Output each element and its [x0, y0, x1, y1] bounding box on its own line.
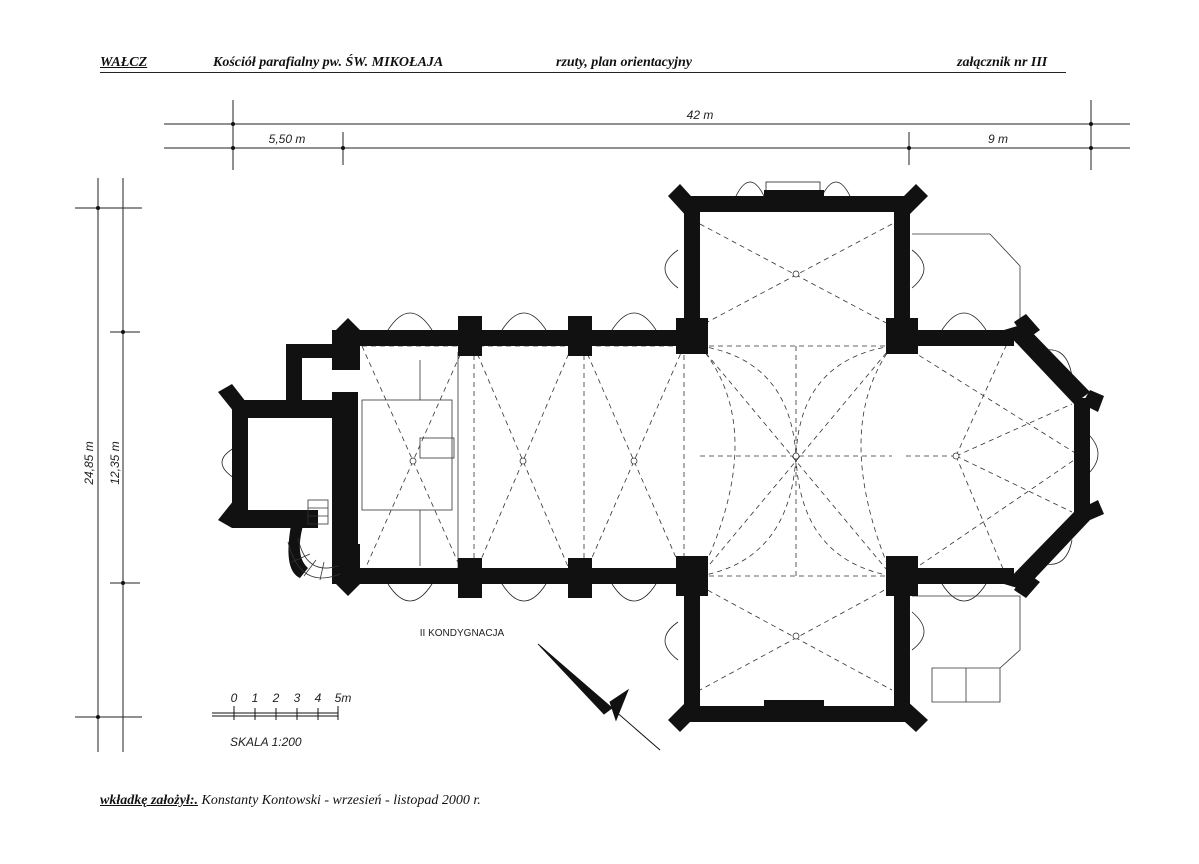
- dim-total-depth: 24,85 m: [82, 441, 96, 485]
- scale-label: SKALA 1:200: [230, 735, 302, 749]
- dim-nave-depth: 12,35 m: [108, 441, 122, 484]
- scale-tick-2: 2: [272, 691, 280, 705]
- internal-details: [361, 352, 459, 570]
- dim-chancel-width: 9 m: [988, 132, 1008, 146]
- footer: wkładkę założył:. Konstanty Kontowski - …: [100, 793, 481, 809]
- annex-outline: [912, 233, 1021, 703]
- scale-tick-4: 4: [315, 691, 322, 705]
- north-arrow: [537, 643, 661, 751]
- vault-lines: [361, 223, 1081, 691]
- scale-tick-1: 1: [252, 691, 259, 705]
- stairs: [287, 499, 341, 581]
- walls: [232, 196, 1090, 722]
- level-label: II KONDYGNACJA: [420, 628, 505, 639]
- header-rule: [100, 72, 1066, 73]
- scale-tick-3: 3: [294, 691, 301, 705]
- header-town: WAŁCZ: [100, 55, 148, 70]
- dim-tower-width: 5,50 m: [269, 132, 306, 146]
- vault-keystones: [409, 270, 960, 640]
- dim-total-width: 42 m: [687, 108, 714, 122]
- scale-tick-0: 0: [231, 691, 238, 705]
- header-church: Kościół parafialny pw. ŚW. MIKOŁAJA: [213, 55, 444, 70]
- header-appendix: załącznik nr III: [957, 55, 1048, 70]
- dimension-lines: [75, 100, 1130, 752]
- scale-tick-5: 5m: [335, 691, 352, 705]
- church-plan: [218, 181, 1104, 732]
- scale-bar: 0 1 2 3 4 5m SKALA 1:200: [212, 691, 351, 749]
- footer-author: Konstanty Kontowski - wrzesień - listopa…: [201, 793, 481, 808]
- header-subject: rzuty, plan orientacyjny: [556, 55, 692, 70]
- buttresses: [218, 184, 1104, 732]
- footer-label: wkładkę założył:.: [100, 793, 198, 808]
